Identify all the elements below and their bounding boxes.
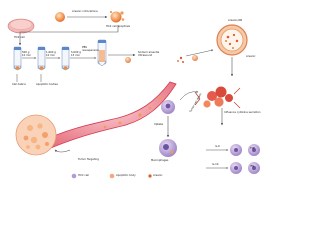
blood-vessel — [39, 81, 177, 151]
arsenic-ab-particle — [216, 24, 248, 56]
label-sodium-arsenite: Sodium arsenite Ultrasound — [138, 51, 160, 57]
label-macrophages: Macrophages — [151, 159, 169, 162]
label-step-2: 1,600 g 10 min — [46, 51, 56, 57]
legend-swatch-apoptotic — [109, 173, 115, 179]
label-il6: IL-6 — [215, 145, 220, 148]
label-step-1: 500 g 10 min — [22, 51, 32, 57]
label-cell-debris: Cell debris — [12, 83, 26, 86]
legend — [71, 173, 152, 179]
label-uptake: Uptake — [154, 123, 164, 126]
diagram-canvas — [7, 10, 260, 179]
tube-1 — [13, 46, 22, 71]
label-apoptotic-bodies: Apoptotic bodies — [36, 83, 58, 86]
label-ifn: IFN — [250, 165, 255, 168]
label-tnf: TNF — [250, 147, 256, 150]
legend-label-apoptotic: Apoptotic body — [116, 174, 136, 177]
label-arsenic-trioxide: Arsenic nitrocellone — [72, 10, 98, 13]
petri-dish-icon — [7, 18, 35, 34]
label-step-3: 5,000 g 15 min — [71, 51, 81, 57]
tumor-sphere — [15, 114, 57, 156]
centrifuge-tubes — [13, 39, 107, 71]
legend-swatch-hcc — [71, 173, 77, 179]
label-tumor-targeting: Tumor Targeting — [78, 158, 99, 161]
macrophage-cells — [159, 100, 177, 157]
legend-label-hcc: HCC cell — [78, 174, 89, 177]
legend-label-arsenic: Arsenic — [153, 174, 163, 177]
label-arsenic: Arsenic — [246, 55, 256, 58]
label-hc2-apoptosis: HC2 cell apoptosis — [106, 25, 131, 28]
tube-2 — [37, 46, 46, 71]
cytokine-cells — [230, 144, 260, 174]
apoptotic-cell-icon — [110, 11, 122, 23]
hcc-cell-icon — [55, 12, 65, 22]
label-step-4: PBS resuspension — [82, 46, 100, 52]
legend-swatch-arsenic — [148, 174, 152, 178]
label-arsenic-ab: Arsenic/AB — [228, 19, 243, 22]
tube-3 — [61, 46, 70, 71]
label-hc2-cell: HC2 cell — [14, 36, 25, 39]
label-il10: IL-10 — [212, 163, 219, 166]
liver-tissue — [194, 86, 241, 109]
label-influence-cytokine: Influence cytokine secretion — [224, 111, 261, 114]
tube-4 — [97, 39, 107, 66]
